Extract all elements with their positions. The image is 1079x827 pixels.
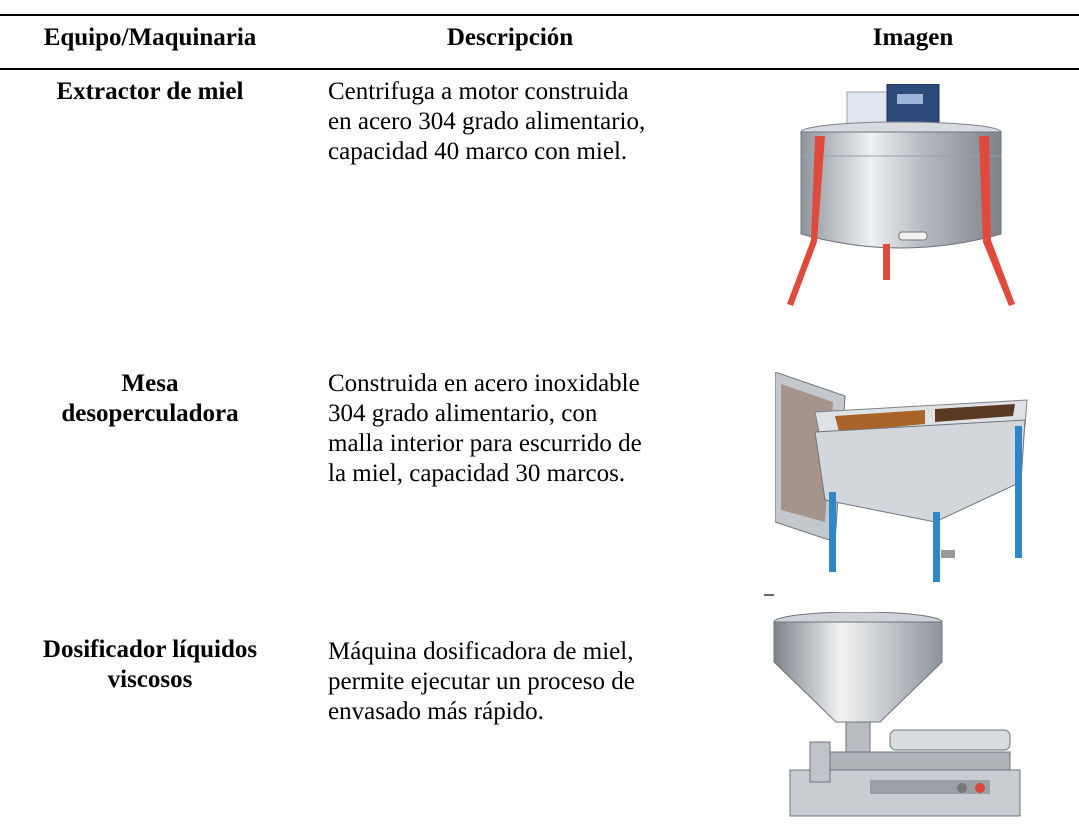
small-dash (764, 594, 774, 596)
viscous-liquid-filler-image (770, 611, 1025, 822)
row-3-description: Máquina dosificadora de miel, permite ej… (328, 638, 635, 725)
row-2-name: Mesa desoperculadora (61, 370, 239, 427)
row-3-name: Dosificador líquidos viscosos (42, 636, 258, 693)
row-2-description: Construida en acero inoxidable 304 grado… (328, 370, 642, 487)
header-equipo: Equipo/Maquinaria (43, 24, 257, 51)
uncapping-table-image (774, 371, 1035, 594)
header-descripcion: Descripción (446, 24, 574, 51)
honey-extractor-image (787, 83, 1015, 310)
table-top-rule (0, 14, 1079, 16)
header-imagen: Imagen (872, 24, 954, 51)
header-bottom-rule (0, 68, 1079, 70)
row-1-description: Centrifuga a motor construida en acero 3… (328, 78, 646, 165)
row-1-name: Extractor de miel (56, 78, 244, 105)
